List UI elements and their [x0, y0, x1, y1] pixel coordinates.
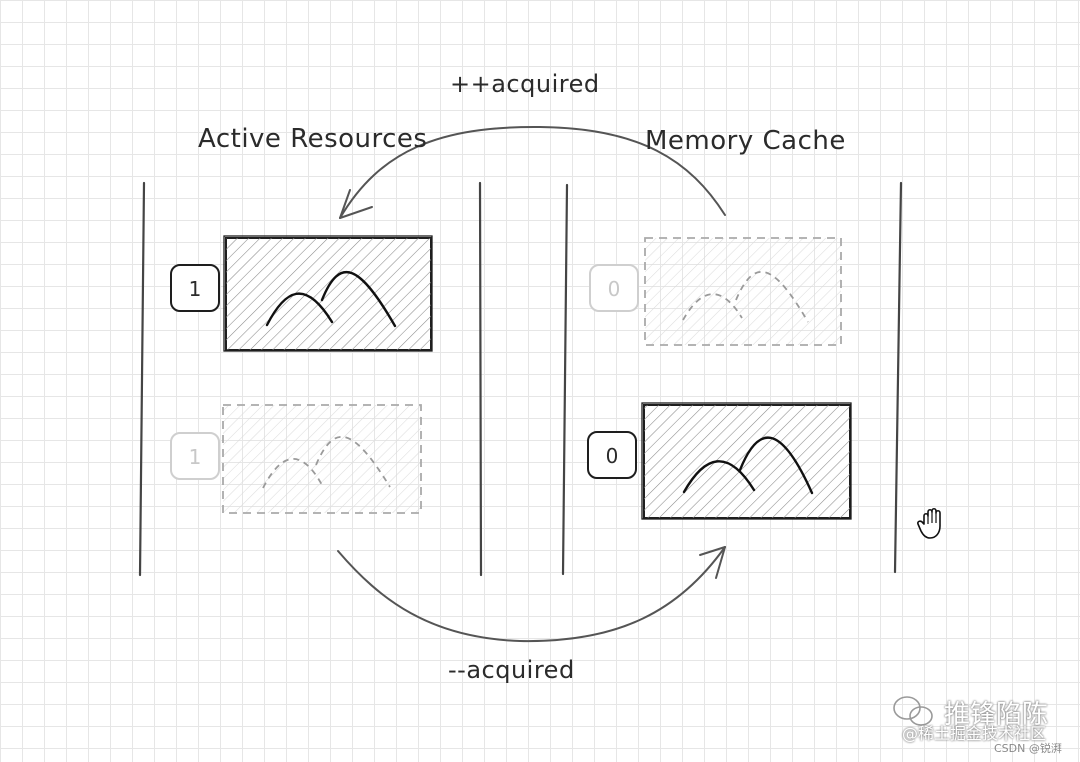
- cache-image-previous: [644, 237, 842, 346]
- wechat-icon: [893, 696, 933, 726]
- svg-text:1: 1: [189, 277, 202, 301]
- grab-hand-icon: [917, 507, 941, 539]
- right-column-inner-line: [561, 183, 569, 576]
- watermark-name: 推锋陷陈: [944, 700, 1049, 730]
- mountain-icon-faded: [682, 270, 809, 323]
- svg-text:0: 0: [606, 444, 619, 468]
- active-counter-previous: 1: [170, 432, 220, 480]
- memory-cache-label: Memory Cache: [645, 126, 846, 156]
- watermark-csdn: CSDN @锐湃: [994, 742, 1062, 755]
- active-image-previous: [222, 404, 422, 514]
- active-counter-current: 1: [170, 264, 220, 312]
- svg-text:1: 1: [189, 445, 202, 469]
- decrement-arrow: [337, 546, 726, 643]
- left-column-inner-line: [478, 181, 483, 577]
- increment-arrow: [339, 125, 726, 219]
- watermark-site: @稀土掘金技术社区: [902, 724, 1047, 743]
- left-column-outer-line: [138, 181, 146, 577]
- mountain-icon: [682, 436, 814, 495]
- cache-counter-current: 0: [587, 431, 637, 479]
- right-column-outer-line: [893, 181, 903, 574]
- cache-counter-previous: 0: [589, 264, 639, 312]
- decrement-acquired-label: --acquired: [448, 656, 575, 684]
- active-image-current: [223, 235, 433, 352]
- active-resources-label: Active Resources: [198, 124, 428, 154]
- column-dividers: [138, 181, 903, 577]
- svg-text:0: 0: [608, 277, 621, 301]
- increment-acquired-label: ++acquired: [450, 70, 600, 98]
- cache-image-current: [641, 402, 852, 520]
- mountain-icon-faded: [262, 435, 391, 489]
- mountain-icon: [265, 270, 397, 328]
